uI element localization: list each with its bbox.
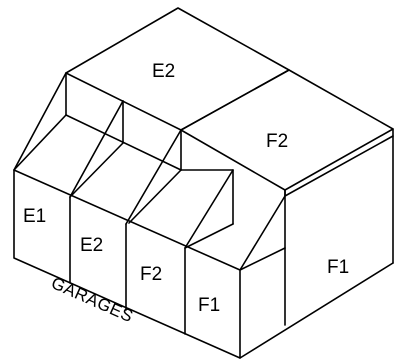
label-garage-3: F2 bbox=[140, 264, 162, 285]
rafter-4b bbox=[184, 223, 234, 249]
garages-caption: GARAGES bbox=[48, 273, 136, 326]
label-garage-1: E1 bbox=[23, 206, 46, 227]
rafter-3 bbox=[128, 169, 182, 224]
rafter-2 bbox=[69, 100, 124, 198]
garage-row-outline bbox=[13, 169, 241, 359]
label-roof-right: F2 bbox=[266, 131, 288, 152]
roof-left-face bbox=[65, 7, 290, 131]
rafter-2b bbox=[69, 142, 124, 198]
label-garage-2: E2 bbox=[80, 235, 103, 256]
label-side-block: F1 bbox=[327, 257, 349, 278]
upper-front-faces bbox=[65, 72, 286, 197]
edge-right-block-bottom bbox=[239, 262, 394, 359]
label-garage-4: F1 bbox=[198, 295, 220, 316]
garage-row bbox=[13, 169, 241, 359]
rafter-3b bbox=[125, 129, 182, 225]
label-roof-left: E2 bbox=[152, 61, 175, 82]
edge-right-block-mid bbox=[284, 135, 394, 197]
roof-right-face bbox=[180, 69, 394, 191]
rafter-1 bbox=[13, 72, 67, 171]
rafters bbox=[13, 72, 286, 271]
rafter-4 bbox=[184, 169, 234, 249]
right-lower-block bbox=[239, 128, 394, 359]
edge-step-top bbox=[239, 247, 286, 271]
rafter-5 bbox=[239, 195, 286, 271]
rafter-1b bbox=[13, 114, 67, 171]
